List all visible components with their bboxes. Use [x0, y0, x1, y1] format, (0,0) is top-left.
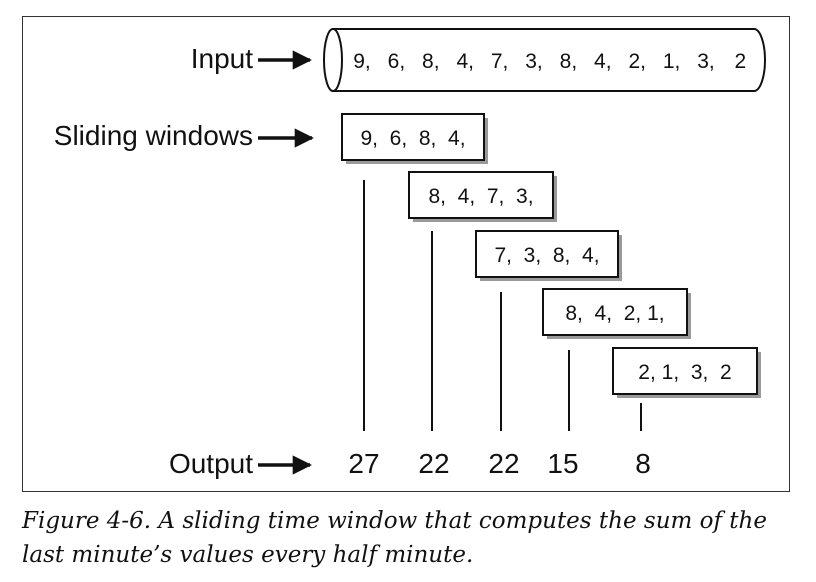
- output-value: 22: [488, 448, 519, 479]
- input-value: 4,: [456, 50, 474, 73]
- input-stream-cylinder: 9, 6, 8, 4, 7, 3, 8, 4, 2, 1, 3, 2: [323, 28, 766, 92]
- input-label: Input: [191, 43, 253, 74]
- sliding-window-values: 8, 4, 2, 1,: [565, 302, 664, 325]
- sliding-window-box: 8, 4, 7, 3,: [408, 171, 557, 222]
- figure-frame: [22, 16, 790, 492]
- output-value: 27: [348, 448, 379, 479]
- output-value: 15: [547, 448, 578, 479]
- sliding-window-values: 7, 3, 8, 4,: [494, 244, 599, 267]
- input-value: 2,: [628, 50, 646, 73]
- sliding-window-box: 8, 4, 2, 1,: [542, 288, 691, 339]
- input-value: 7,: [491, 50, 509, 73]
- input-value: 3,: [697, 50, 715, 73]
- input-value: 3,: [525, 50, 543, 73]
- input-value: 4,: [594, 50, 612, 73]
- output-value: 22: [418, 448, 449, 479]
- sliding-window-values: 9, 6, 8, 4,: [360, 127, 465, 150]
- input-value: 2: [735, 50, 747, 73]
- input-value: 8,: [560, 50, 578, 73]
- sliding-window-box: 9, 6, 8, 4,: [341, 113, 488, 164]
- input-value: 6,: [388, 50, 406, 73]
- figure-caption: Figure 4-6. A sliding time window that c…: [22, 508, 767, 568]
- output-label: Output: [169, 448, 253, 479]
- sliding-window-values: 8, 4, 7, 3,: [428, 185, 533, 208]
- output-value: 8: [635, 448, 651, 479]
- sliding-window-box: 7, 3, 8, 4,: [475, 230, 622, 281]
- input-value: 1,: [663, 50, 681, 73]
- sliding-window-box: 2, 1, 3, 2: [612, 347, 761, 398]
- input-value: 9,: [353, 50, 371, 73]
- sliding-windows-label: Sliding windows: [54, 120, 253, 151]
- sliding-window-values: 2, 1, 3, 2: [638, 361, 731, 384]
- input-value: 8,: [422, 50, 440, 73]
